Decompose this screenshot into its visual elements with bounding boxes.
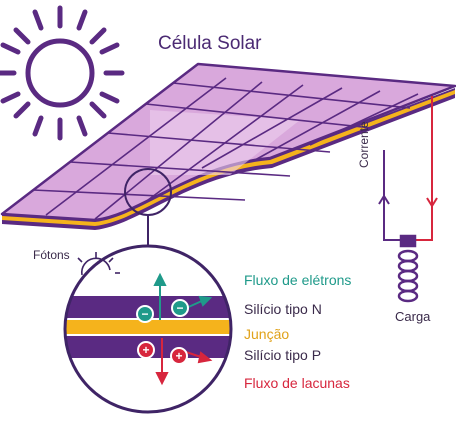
- load-coil-icon: [397, 234, 419, 303]
- svg-text:−: −: [176, 301, 183, 315]
- svg-text:+: +: [142, 343, 149, 357]
- junction-label: Junção: [244, 326, 290, 342]
- hole-particle: +: [170, 347, 188, 365]
- n-type-label: Silício tipo N: [244, 301, 322, 317]
- circuit: [378, 96, 438, 241]
- solar-panel: [0, 62, 456, 246]
- sun-icon: [0, 5, 125, 141]
- hole-particle: +: [137, 341, 155, 359]
- junction-layer: [65, 320, 231, 334]
- svg-text:−: −: [141, 307, 148, 321]
- current-label: Corrente: [357, 121, 371, 168]
- electron-flow-label: Fluxo de elétrons: [244, 272, 352, 288]
- svg-text:+: +: [175, 349, 182, 363]
- small-sun-icon: [77, 252, 120, 276]
- hole-flow-label: Fluxo de lacunas: [244, 375, 350, 391]
- magnified-cell: − − + +: [63, 244, 233, 414]
- load-label: Carga: [395, 309, 431, 324]
- photons-label: Fótons: [33, 248, 70, 262]
- electron-particle: −: [136, 305, 154, 323]
- diagram-title: Célula Solar: [158, 33, 262, 54]
- p-type-label: Silício tipo P: [244, 347, 322, 363]
- electron-particle: −: [171, 299, 189, 317]
